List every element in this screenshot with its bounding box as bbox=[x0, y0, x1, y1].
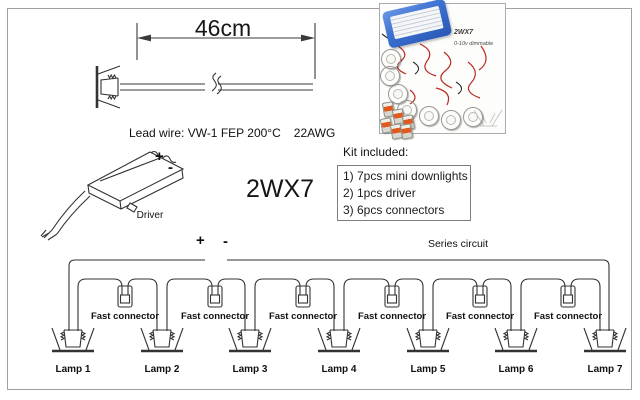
lamp-label-3: Lamp 3 bbox=[232, 364, 268, 375]
kit-item-1: 1) 7pcs mini downlights bbox=[343, 169, 468, 184]
fast-connector-symbol-6 bbox=[560, 285, 576, 308]
wire-break-icon bbox=[211, 72, 222, 95]
fast-connector-symbol-2 bbox=[207, 285, 223, 308]
dimension-figure bbox=[95, 23, 316, 110]
fast-connector-symbol-1 bbox=[117, 285, 133, 308]
circuit-minus-sign: - bbox=[223, 233, 228, 250]
lamp-symbol-5 bbox=[405, 326, 451, 353]
lamp-symbol-6 bbox=[493, 326, 539, 353]
photo-dimmable-text: 0-10v dimmable bbox=[454, 41, 494, 47]
product-photo: 2WX7 0-10v dimmable bbox=[379, 0, 506, 140]
kit-included-box: 1) 7pcs mini downlights 2) 1pcs driver 3… bbox=[337, 165, 471, 221]
downlight-side-symbol bbox=[95, 64, 122, 110]
lamp-symbol-2 bbox=[139, 326, 185, 353]
fast-connector-label-5: Fast connector bbox=[445, 311, 515, 322]
lamp-symbol-3 bbox=[227, 326, 273, 353]
photo-connector bbox=[399, 123, 414, 140]
lamp-symbol-7 bbox=[582, 326, 628, 353]
photo-model-text: 2WX7 bbox=[454, 29, 474, 36]
fast-connector-label-2: Fast connector bbox=[180, 311, 250, 322]
lamp-label-2: Lamp 2 bbox=[144, 364, 180, 375]
lamp-symbol-1 bbox=[50, 326, 96, 353]
circuit-plus-sign: + bbox=[196, 232, 205, 249]
lead-wire-spec: Lead wire: VW-1 FEP 200°C bbox=[129, 126, 281, 140]
driver-label: Driver bbox=[136, 210, 164, 221]
driver-wire bbox=[51, 190, 91, 235]
fast-connector-symbol-4 bbox=[384, 285, 400, 308]
driver-plus-sign: + bbox=[155, 148, 164, 165]
lead-wire-label: Lead wire: VW-1 FEP 200°C 22AWG bbox=[129, 126, 335, 140]
photo-wires bbox=[381, 33, 503, 127]
photo-downlight bbox=[441, 110, 461, 130]
model-label: 2WX7 bbox=[245, 175, 315, 203]
fast-connector-symbol-5 bbox=[472, 285, 488, 308]
lamp-label-6: Lamp 6 bbox=[498, 364, 534, 375]
series-circuit-label: Series circuit bbox=[427, 238, 489, 250]
photo-downlight bbox=[463, 107, 483, 127]
kit-item-2: 2) 1pcs driver bbox=[343, 185, 416, 200]
lamp-label-7: Lamp 7 bbox=[587, 364, 623, 375]
kit-item-3: 3) 6pcs connectors bbox=[343, 202, 445, 217]
driver-clip bbox=[126, 202, 138, 213]
series-circuit-figure bbox=[50, 259, 628, 353]
driver-minus-sign: - bbox=[168, 159, 173, 176]
fast-connector-label-1: Fast connector bbox=[90, 311, 160, 322]
fast-connector-symbol-3 bbox=[295, 285, 311, 308]
lamp-label-1: Lamp 1 bbox=[55, 364, 91, 375]
lamp-label-4: Lamp 4 bbox=[321, 364, 357, 375]
photo-driver-label bbox=[389, 5, 444, 40]
dim-arrow-right-icon bbox=[301, 34, 315, 42]
photo-downlight bbox=[380, 66, 400, 86]
page-border bbox=[7, 8, 632, 390]
dimension-label: 46cm bbox=[194, 15, 252, 41]
kit-included-heading: Kit included: bbox=[343, 145, 409, 159]
driver-figure bbox=[40, 150, 185, 241]
fast-connector-label-4: Fast connector bbox=[357, 311, 427, 322]
driver-wire-fray bbox=[40, 229, 58, 241]
dim-arrow-left-icon bbox=[137, 34, 151, 42]
lamp-label-5: Lamp 5 bbox=[410, 364, 446, 375]
lamp-symbol-4 bbox=[316, 326, 362, 353]
lead-wire-gauge: 22AWG bbox=[293, 126, 336, 140]
photo-downlight bbox=[419, 106, 439, 126]
fast-connector-label-3: Fast connector bbox=[268, 311, 338, 322]
fast-connector-label-6: Fast connector bbox=[533, 311, 603, 322]
